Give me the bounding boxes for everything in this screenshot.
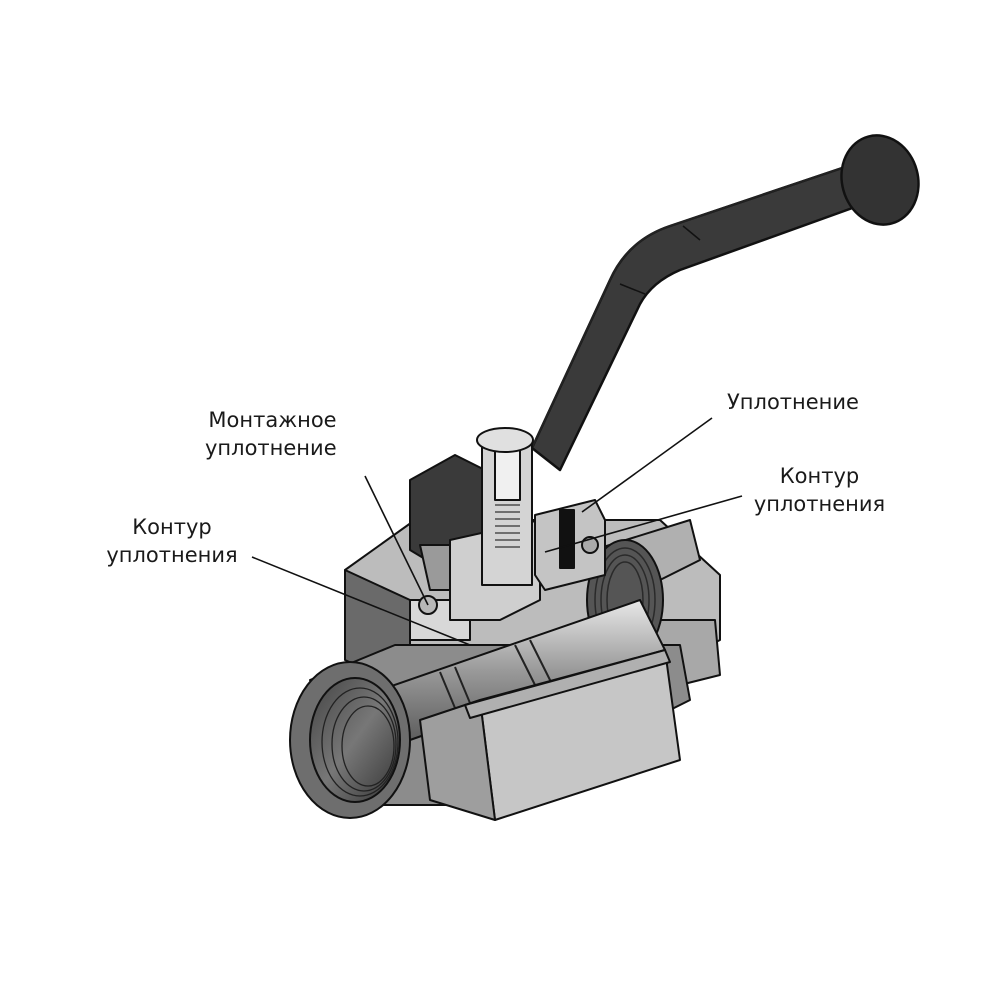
leader-seal-contour-right bbox=[544, 495, 743, 553]
leader-lines bbox=[251, 417, 743, 646]
label-seal-contour-right: Контур уплотнения bbox=[753, 464, 886, 516]
label-seal: Уплотнение bbox=[727, 390, 859, 414]
leader-seal-contour-left bbox=[251, 556, 471, 646]
stem-assembly bbox=[409, 427, 606, 621]
handle bbox=[530, 134, 920, 472]
label-seal-contour-left: Контур уплотнения bbox=[106, 515, 238, 567]
leader-mounting-seal bbox=[364, 475, 429, 606]
pipe-body bbox=[289, 599, 691, 821]
leader-seal bbox=[581, 417, 713, 513]
label-mounting-seal: Монтажное уплотнение bbox=[205, 408, 337, 460]
